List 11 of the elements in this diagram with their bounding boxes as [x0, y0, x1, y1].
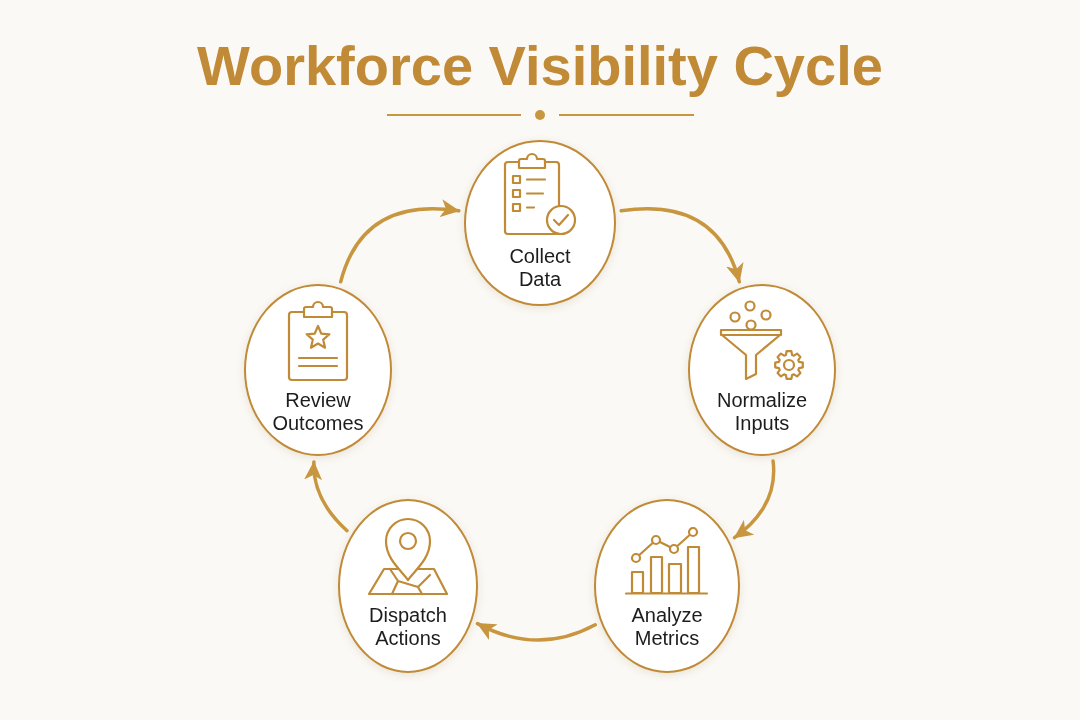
step-label: Normalize Inputs — [716, 389, 808, 435]
step-label: Review Outcomes — [271, 389, 365, 435]
step-label: Analyze Metrics — [630, 604, 704, 650]
curved-arrow — [619, 207, 743, 284]
curved-arrow — [475, 621, 597, 642]
step-label: Dispatch Actions — [368, 604, 448, 650]
title: Workforce Visibility Cycle — [197, 34, 883, 98]
curved-arrow — [304, 460, 349, 533]
curved-arrow — [338, 199, 461, 284]
step-label: Collect Data — [508, 245, 572, 291]
curved-arrow — [732, 459, 776, 540]
